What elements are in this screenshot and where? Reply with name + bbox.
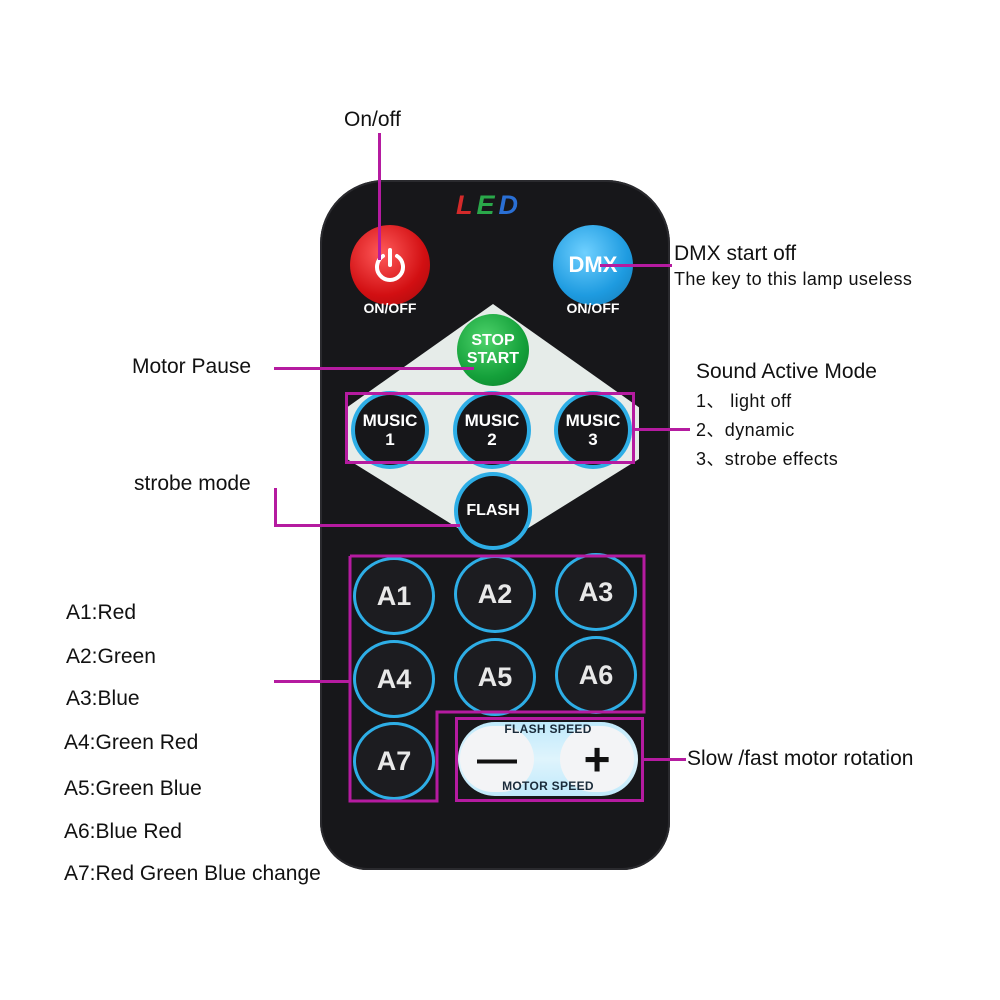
motor-pause-connector [274,367,474,370]
start-label: START [466,350,520,367]
dmx-note-label: The key to this lamp useless [674,269,913,289]
sound-item-1: 1、 light off [696,391,792,411]
a6-button[interactable]: A6 [558,639,634,711]
color-a5-label: A5:Green Blue [64,777,202,800]
speed-minus-button[interactable]: — [460,726,534,792]
color-a6-label: A6:Blue Red [64,820,182,843]
sound-item-3: 3、strobe effects [696,449,839,469]
colors-connector [274,680,351,683]
music-connector [635,428,690,431]
music-highlight-box [345,392,635,464]
a3-button[interactable]: A3 [558,556,634,628]
a5-button[interactable]: A5 [457,641,533,713]
color-a1-label: A1:Red [66,601,137,624]
dmx-title-label: DMX start off [674,242,797,265]
a4-button[interactable]: A4 [356,643,432,715]
speed-plus-button[interactable]: + [560,726,634,792]
music-1-button[interactable]: MUSIC 1 [355,395,425,465]
color-a3-label: A3:Blue [66,687,140,710]
a1-button[interactable]: A1 [356,560,432,632]
flash-button[interactable]: FLASH [458,476,528,546]
a2-button[interactable]: A2 [457,558,533,630]
power-icon [375,248,405,282]
color-a4-label: A4:Green Red [64,731,199,754]
dmx-caption: ON/OFF [566,300,620,316]
music-2-button[interactable]: MUSIC 2 [457,395,527,465]
color-a2-label: A2:Green [66,645,156,668]
color-a7-label: A7:Red Green Blue change [64,862,321,885]
flash-speed-label: FLASH SPEED [504,722,592,736]
music-3-button[interactable]: MUSIC 3 [558,395,628,465]
sound-item-2: 2、dynamic [696,420,795,440]
stop-start-button[interactable]: STOP START [457,314,529,386]
strobe-connector-horizontal [274,524,460,527]
speed-label: Slow /fast motor rotation [687,747,914,770]
strobe-connector-vertical [274,488,277,526]
stop-label: STOP [471,332,515,349]
strobe-mode-label: strobe mode [134,472,251,495]
motor-pause-label: Motor Pause [132,355,252,378]
dmx-connector [600,264,672,267]
speed-connector [644,758,686,761]
brand-logo: LED [456,190,523,220]
speed-highlight-box [455,717,644,802]
power-button[interactable] [350,225,430,305]
power-caption: ON/OFF [363,300,417,316]
on-off-label: On/off [344,108,401,131]
a7-button[interactable]: A7 [356,725,432,797]
sound-mode-title: Sound Active Mode [696,360,877,383]
motor-speed-label: MOTOR SPEED [502,779,594,793]
on-off-connector [378,133,381,260]
